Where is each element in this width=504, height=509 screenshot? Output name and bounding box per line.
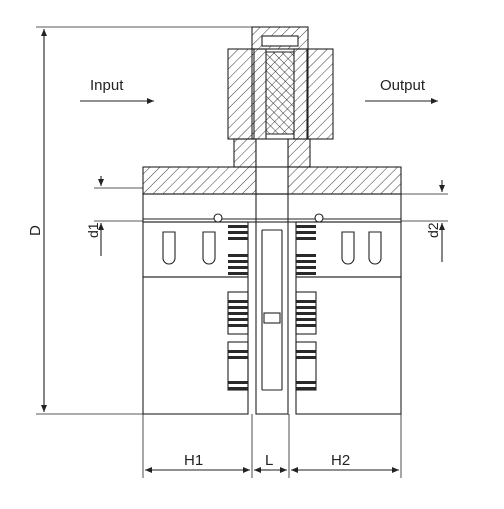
top-hub-assembly: [227, 26, 334, 168]
right-slot-2: [368, 231, 382, 265]
dimension-d1: d1: [85, 176, 143, 256]
right-lamellae: [295, 225, 317, 391]
core-crosshatch-b: [266, 52, 294, 134]
right-slot-1: [341, 231, 355, 265]
left-pin-circle: [213, 213, 223, 223]
left-sleeve-block: [227, 48, 255, 140]
right-neck: [287, 138, 311, 168]
H1-label: H1: [184, 452, 203, 469]
L-label: L: [265, 452, 273, 469]
D-label: D: [27, 225, 44, 236]
d2-label: d2: [425, 222, 441, 238]
input-label: Input: [90, 77, 124, 94]
center-pin: [263, 312, 281, 324]
body-top-band: [142, 193, 402, 223]
d1-label: d1: [85, 222, 101, 238]
left-hub-lower: [142, 276, 249, 415]
neck-gap: [255, 138, 289, 168]
center-shaft: [255, 193, 289, 415]
top-bore-slot: [261, 35, 299, 47]
H2-label: H2: [331, 452, 350, 469]
left-slot-1: [162, 231, 176, 265]
right-sleeve-block: [306, 48, 334, 140]
dimension-D: D: [27, 26, 252, 415]
right-inner-wall: [293, 48, 309, 140]
left-slot-2: [202, 231, 216, 265]
left-flange: [142, 166, 257, 195]
dimension-d2: d2: [401, 180, 448, 262]
center-shaft-gap: [255, 166, 289, 195]
output-label: Output: [380, 77, 426, 94]
flow-arrows: Input Output: [80, 77, 438, 104]
left-lamellae: [227, 225, 249, 391]
flange-band: [142, 166, 402, 195]
left-inner-wall: [251, 48, 267, 140]
right-hub-lower: [295, 276, 402, 415]
left-neck: [233, 138, 257, 168]
bottom-dimensions: H1 L H2: [142, 414, 402, 478]
right-pin-circle: [314, 213, 324, 223]
coupling-body: [142, 193, 402, 415]
right-flange: [287, 166, 402, 195]
